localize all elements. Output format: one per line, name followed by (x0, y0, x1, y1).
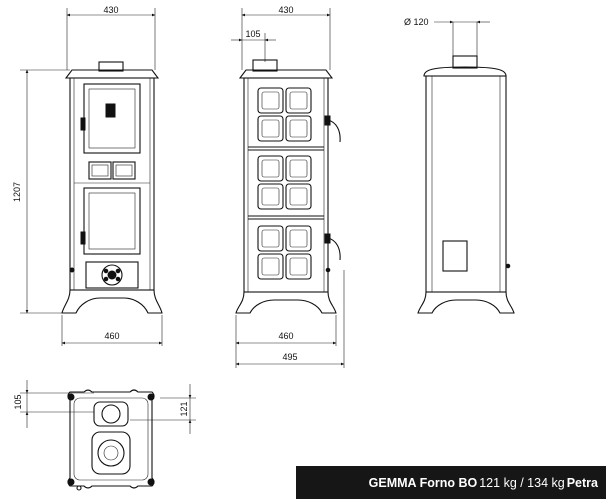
plan-side-offset-label: 121 (179, 401, 189, 416)
flue-diameter-label: Ø 120 (404, 17, 429, 27)
plan-view: 105 121 (13, 380, 196, 491)
front-width-label: 430 (103, 5, 118, 15)
tiled-side-view: 430 105 (231, 5, 345, 368)
plan-depth-offset-label: 105 (13, 394, 23, 409)
front-view: 430 1207 (12, 5, 163, 346)
rear-view: Ø 120 (404, 17, 515, 314)
caption-model: GEMMA Forno BO (368, 475, 478, 490)
side-offset-label: 105 (245, 29, 260, 39)
caption-weights: 121 kg / 134 kg (479, 475, 565, 490)
front-height-label: 1207 (12, 182, 22, 202)
side-total-width-label: 495 (282, 352, 297, 362)
caption-finish: Petra (566, 475, 598, 490)
front-base-width-label: 460 (104, 331, 119, 341)
product-caption: GEMMA Forno BO 121 kg / 134 kg Petra (296, 466, 606, 499)
side-width-label: 430 (278, 5, 293, 15)
side-base-width-label: 460 (278, 331, 293, 341)
